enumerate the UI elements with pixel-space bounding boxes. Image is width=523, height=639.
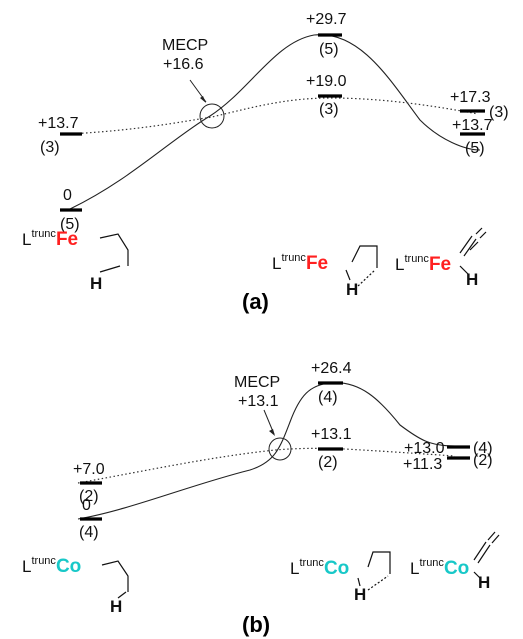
h-atom: H	[110, 597, 122, 616]
energy-label: +11.3	[403, 456, 442, 473]
metal-label: Fe	[306, 253, 328, 274]
energy-label: +19.0	[306, 73, 347, 90]
energy-label: +13.0	[404, 440, 445, 457]
energy-label: +17.3	[450, 89, 491, 106]
h-atom: H	[346, 280, 358, 299]
energy-label: +26.4	[311, 360, 352, 377]
spin-label: (2)	[473, 452, 493, 469]
mecp-title: MECP	[162, 37, 208, 54]
product-structure: LtruncCo H	[410, 531, 500, 592]
mecp-energy: +16.6	[163, 56, 204, 73]
ligand-label: LtruncFe	[272, 252, 328, 274]
ligand-label: LtruncFe	[22, 228, 78, 250]
reactant-structure: LtruncCo H	[22, 555, 129, 616]
energy-label: +13.7	[38, 115, 79, 132]
transition-structure: LtruncFe H	[272, 245, 378, 299]
mecp-title: MECP	[234, 374, 280, 391]
mecp-arrowhead	[200, 96, 206, 103]
metal-label: Co	[444, 558, 469, 579]
h-atom: H	[354, 585, 366, 604]
spin-label: (3)	[489, 104, 509, 121]
quintet-pathway-curve	[69, 34, 481, 210]
metal-label: Fe	[429, 254, 451, 275]
spin-label: (3)	[319, 101, 339, 118]
h-atom: H	[466, 270, 478, 289]
energy-label: 0	[63, 187, 72, 204]
h-atom: H	[90, 274, 102, 293]
ligand-label: LtruncCo	[410, 557, 469, 579]
quartet-pathway-curve	[77, 382, 456, 520]
reactant-structure: LtruncFe H	[22, 228, 129, 293]
mecp-crossing-circle	[268, 437, 292, 461]
metal-label: Fe	[56, 229, 78, 250]
energy-label: +13.1	[311, 426, 352, 443]
spin-label: (4)	[79, 524, 99, 541]
spin-label: (3)	[40, 139, 60, 156]
energy-label: +29.7	[306, 11, 347, 28]
spin-label: (5)	[319, 41, 339, 58]
mecp-crossing-circle	[199, 103, 225, 129]
h-atom: H	[478, 573, 490, 592]
mecp-arrowhead	[269, 429, 275, 436]
metal-label: Co	[56, 556, 81, 577]
metal-label: Co	[324, 558, 349, 579]
spin-label: (4)	[473, 440, 493, 457]
doublet-pathway-curve	[77, 447, 456, 484]
ligand-label: LtruncCo	[290, 557, 349, 579]
spin-label: (4)	[318, 389, 338, 406]
ligand-label: LtruncCo	[22, 555, 81, 577]
spin-label: (2)	[79, 488, 99, 505]
spin-label: (5)	[60, 216, 80, 233]
ligand-label: LtruncFe	[395, 253, 451, 275]
mecp-energy: +13.1	[238, 393, 279, 410]
panel-label: (a)	[242, 289, 269, 314]
spin-label: (2)	[318, 454, 338, 471]
energy-label: +13.7	[452, 117, 493, 134]
panel-label: (b)	[242, 612, 270, 637]
energy-label: 0	[82, 497, 91, 514]
energy-label: +7.0	[73, 461, 105, 478]
product-structure: LtruncFe H	[395, 227, 487, 289]
transition-structure: LtruncCo H	[290, 551, 391, 604]
panel-a: 0 (5) +13.7 (3) +29.7 (5) +19.0 (3) +17.…	[22, 11, 509, 314]
spin-label: (5)	[465, 140, 485, 157]
panel-b: 0 (4) +7.0 (2) +26.4 (4) +13.1 (2) +13.0…	[22, 360, 500, 637]
